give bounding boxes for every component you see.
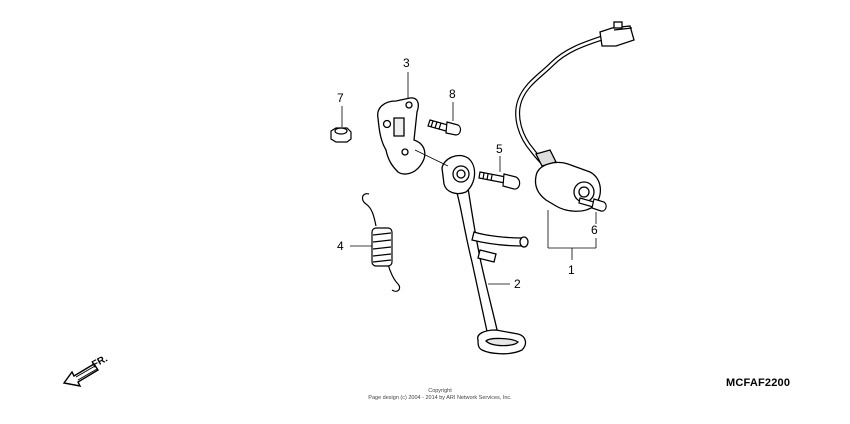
spring-part	[361, 193, 401, 292]
copyright-text: Page design (c) 2004 - 2014 by ARI Netwo…	[368, 394, 512, 401]
switch-harness-part	[515, 21, 635, 212]
bolt-part	[427, 119, 462, 136]
callout-5: 5	[496, 142, 503, 156]
front-direction-label: FR.	[90, 353, 110, 370]
pivot-bolt-part	[478, 171, 521, 190]
callout-7: 7	[337, 91, 344, 105]
side-stand-part	[441, 154, 529, 355]
callout-3: 3	[403, 56, 410, 70]
front-direction-arrow-icon	[62, 363, 99, 387]
callout-6: 6	[591, 223, 598, 237]
callout-bracket-1	[547, 210, 597, 260]
diagram-code: MCFAF2200	[726, 377, 791, 389]
callout-8: 8	[449, 87, 456, 101]
copyright-notice: Copyright Page design (c) 2004 - 2014 by…	[300, 388, 580, 401]
part-link-3-2	[414, 149, 449, 167]
callout-1: 1	[568, 263, 575, 277]
callout-4: 4	[337, 239, 344, 253]
nut-part	[330, 127, 352, 143]
bracket-part	[377, 97, 426, 175]
callout-2: 2	[514, 277, 521, 291]
copyright-title: Copyright	[428, 388, 452, 394]
switch-bolt-part	[578, 197, 607, 212]
